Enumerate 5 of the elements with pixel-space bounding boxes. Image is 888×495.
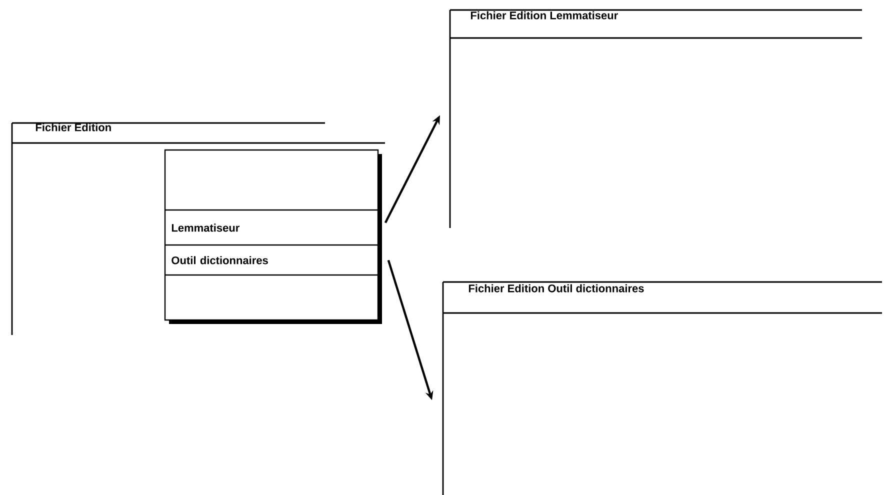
- menu-item: Outil dictionnaires: [165, 256, 378, 276]
- window-frame: Fichier Edition Lemmatiseur: [449, 9, 862, 228]
- menu-item: Lemmatiseur: [165, 224, 378, 246]
- dropdown-menu: [164, 149, 382, 324]
- window-frame: Fichier Edition Outil dictionnaires: [442, 281, 882, 495]
